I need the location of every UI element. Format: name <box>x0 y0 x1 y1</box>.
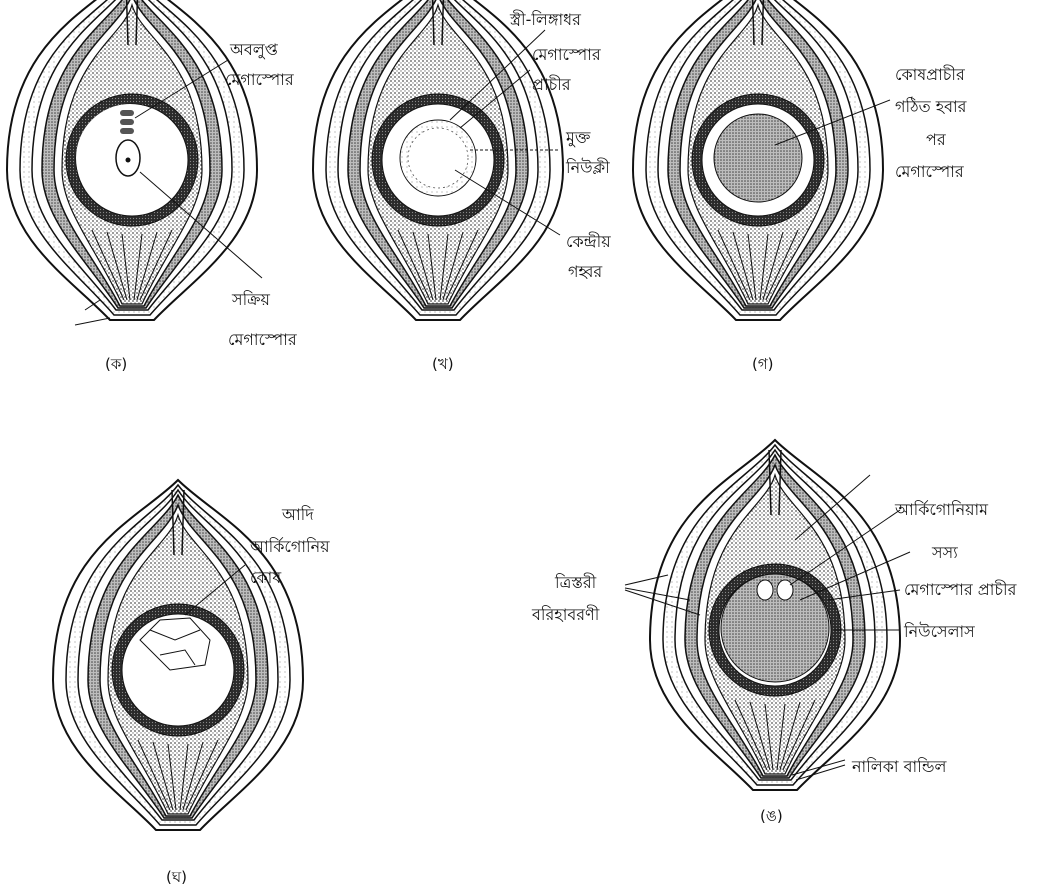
caption-kha: (খ) <box>432 353 454 378</box>
label-megaspore: মেগাস্পোর <box>228 330 297 350</box>
label-cell: কোষ <box>250 568 281 588</box>
label-wall: প্রাচীর <box>532 75 571 95</box>
caption-uma: (ঙ) <box>760 805 783 830</box>
label-cellwall: কোষপ্রাচীর <box>895 65 965 85</box>
figure-ka <box>7 0 262 325</box>
figure-ga <box>633 0 890 320</box>
label-after: পর <box>926 130 946 150</box>
caption-ga: (গ) <box>752 353 774 378</box>
label-vascular-bundle: নালিকা বান্ডিল <box>852 757 946 777</box>
label-primary: আদি <box>282 505 314 525</box>
caption-gha: (ঘ) <box>166 866 187 891</box>
figure-gha <box>53 480 303 830</box>
label-nuclei: নিউক্লী <box>566 158 610 178</box>
label-cavity: গহ্বর <box>568 262 602 282</box>
figure-uma <box>625 440 910 790</box>
label-archegonial: আর্কিগোনিয় <box>250 537 330 557</box>
label-archegoniophore: স্ত্রী-লিঙ্গাধর <box>510 10 581 30</box>
label-archegonium: আর্কিগোনিয়াম <box>895 500 988 520</box>
figure-kha <box>313 0 563 320</box>
label-endosperm: সস্য <box>932 543 958 563</box>
label-three-layered: ত্রিস্তরী <box>555 573 596 593</box>
label-megaspore: মেগাস্পোর <box>895 162 964 182</box>
label-active: সক্রিয় <box>232 290 270 310</box>
caption-ka: (ক) <box>105 353 127 378</box>
label-megaspore: মেগাস্পোর <box>532 45 601 65</box>
label-megaspore-wall: মেগাস্পোর প্রাচীর <box>904 580 1016 600</box>
label-megaspore: মেগাস্পোর <box>225 70 294 90</box>
label-free: মুক্ত <box>566 128 590 148</box>
label-integument: বরিহাবরণী <box>532 605 599 625</box>
label-obsolete: অবলুপ্ত <box>230 40 278 60</box>
label-nucellus: নিউসেলাস <box>904 622 975 642</box>
label-central: কেন্দ্রীয় <box>566 232 611 252</box>
label-formed: গঠিত হবার <box>895 97 966 117</box>
